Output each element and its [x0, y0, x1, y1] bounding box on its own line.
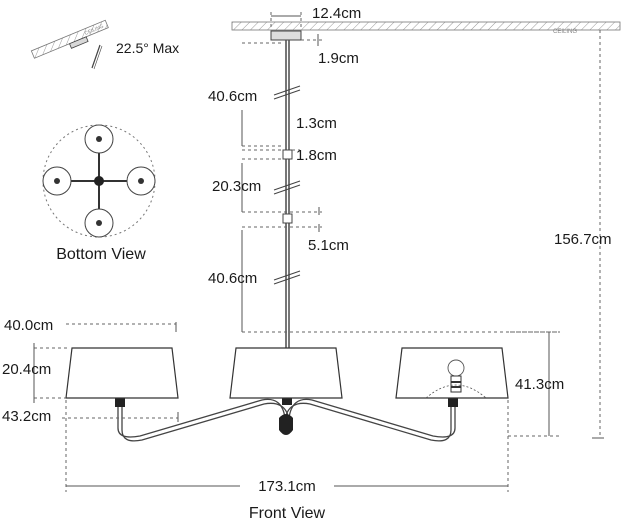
- dim-shade-height: 20.4cm: [2, 361, 51, 378]
- dim-canopy-width: 12.4cm: [312, 5, 361, 22]
- rod-coupling-2: [282, 213, 293, 224]
- dim-rod-1: 40.6cm: [208, 88, 257, 105]
- bottom-view-label: Bottom View: [56, 246, 146, 263]
- dim-rod-3: 40.6cm: [208, 270, 257, 287]
- bulb-outline: [425, 359, 487, 399]
- shade-left: [65, 347, 179, 399]
- dim-rod-2: 20.3cm: [212, 178, 261, 195]
- dimension-lines: 12.4cm 1.9cm 40.6cm 1.3cm 1.8cm 20.3cm 5…: [2, 5, 612, 495]
- center-finial: [279, 414, 293, 435]
- dim-canopy-height: 1.9cm: [318, 50, 359, 67]
- ceiling-bar: CEILING: [231, 21, 621, 35]
- dim-coupling-2: 1.8cm: [296, 147, 337, 164]
- bottom-view-hub: [94, 176, 104, 186]
- bottom-view-shade-bottom: [84, 208, 114, 238]
- slope-angle-label: 22.5° Max: [116, 40, 179, 56]
- dim-overall-height: 156.7cm: [554, 231, 612, 248]
- rod-coupling-1: [282, 149, 293, 160]
- sloped-ceiling-diagram: CEILING 22.5° Max: [30, 19, 179, 70]
- bottom-view-shade-left: [42, 166, 72, 196]
- dim-overall-width: 173.1cm: [258, 478, 316, 495]
- shade-right: [395, 347, 509, 399]
- dim-coupling-1: 1.3cm: [296, 115, 337, 132]
- dim-shade-bottom: 43.2cm: [2, 408, 51, 425]
- ceiling-label: CEILING: [553, 29, 577, 35]
- dim-shade-top: 40.0cm: [4, 317, 53, 334]
- shade-center: [229, 347, 343, 399]
- canopy: [270, 30, 302, 41]
- bottom-view: Bottom View: [42, 124, 156, 263]
- bottom-view-shade-top: [84, 124, 114, 154]
- dim-fixture-body-height: 41.3cm: [515, 376, 564, 393]
- dim-coupling-3: 5.1cm: [308, 237, 349, 254]
- front-view-label: Front View: [249, 505, 326, 522]
- fixture-front-view: [65, 30, 509, 442]
- bottom-view-shade-right: [126, 166, 156, 196]
